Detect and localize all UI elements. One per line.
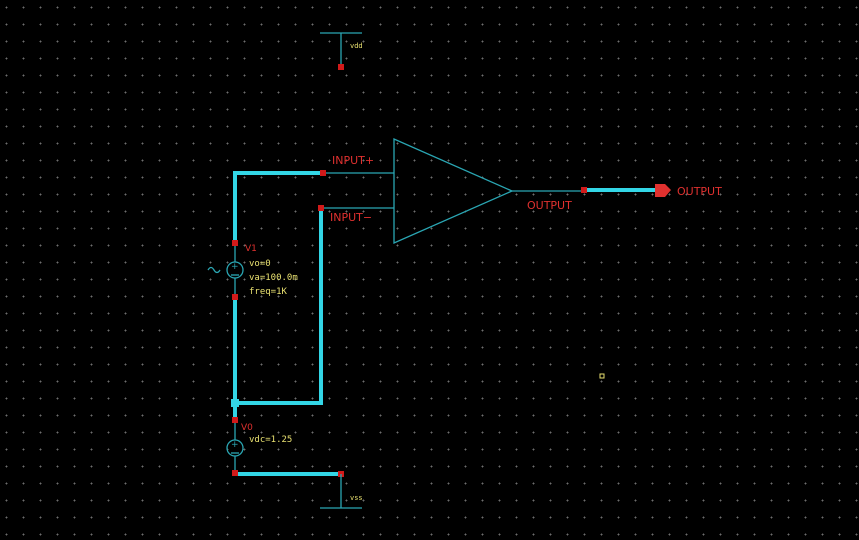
- opamp-triangle: [393, 138, 514, 244]
- v1-param-vo: vo=0: [249, 259, 271, 269]
- vdd-supply[interactable]: vdd: [320, 32, 363, 70]
- output-port[interactable]: OUTPUT: [655, 184, 722, 198]
- pin-out[interactable]: [581, 187, 587, 193]
- wire-v0-to-vss[interactable]: [233, 470, 341, 476]
- vdd-pin[interactable]: [338, 64, 344, 70]
- opamp-symbol[interactable]: INPUT+ INPUT− OUTPUT: [318, 138, 587, 244]
- pin-inminus[interactable]: [318, 205, 324, 211]
- source-v0[interactable]: + V0 vdc=1.25: [226, 417, 292, 476]
- v1-pin-bottom[interactable]: [232, 294, 238, 300]
- wires: [233, 171, 655, 476]
- v0-plus-sign: +: [231, 440, 239, 450]
- label-inminus: INPUT−: [330, 211, 372, 224]
- vss-label: vss: [350, 494, 363, 502]
- label-out: OUTPUT: [527, 199, 572, 212]
- label-inplus: INPUT+: [332, 154, 374, 167]
- v0-param-vdc: vdc=1.25: [249, 435, 292, 445]
- wire-inplus-to-v1[interactable]: [233, 171, 323, 243]
- v1-param-freq: freq=1K: [249, 287, 288, 297]
- cursor-marker: [599, 373, 605, 379]
- v0-name: V0: [241, 423, 253, 433]
- vss-supply[interactable]: vss: [320, 471, 363, 509]
- sine-wave-icon: [207, 266, 221, 274]
- v1-plus-sign: +: [231, 262, 239, 272]
- v1-name: V1: [245, 244, 257, 254]
- v0-pin-bottom[interactable]: [232, 470, 238, 476]
- output-port-label: OUTPUT: [677, 185, 722, 198]
- source-v1[interactable]: + V1 vo=0 va=100.0m freq=1K: [207, 240, 298, 300]
- junction-node[interactable]: [231, 399, 239, 407]
- vdd-label: vdd: [350, 42, 363, 50]
- v0-pin-top[interactable]: [232, 417, 238, 423]
- pin-inplus[interactable]: [320, 170, 326, 176]
- v1-param-va: va=100.0m: [249, 273, 298, 283]
- output-port-arrow-icon[interactable]: [655, 184, 671, 197]
- wire-inminus-loop[interactable]: [235, 208, 323, 405]
- v1-pin-top[interactable]: [232, 240, 238, 246]
